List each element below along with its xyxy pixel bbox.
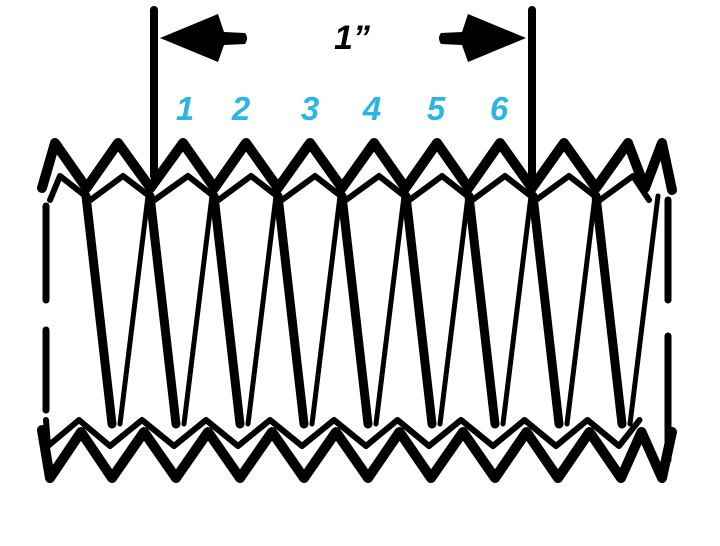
helix-line <box>273 191 309 429</box>
measurement-label: 1” <box>334 19 370 57</box>
helix-back-line <box>117 193 151 427</box>
helix-back-line <box>627 193 661 427</box>
arrow-left-icon <box>160 14 247 62</box>
thread-helix-lines <box>81 191 661 429</box>
helix-line <box>209 191 245 429</box>
arrow-right-icon <box>439 14 526 62</box>
top-thread-profile <box>37 138 677 203</box>
thread-number-6: 6 <box>490 90 509 127</box>
thread-number-3: 3 <box>301 90 319 127</box>
thread-number-5: 5 <box>427 90 446 127</box>
helix-line <box>337 191 373 429</box>
helix-line <box>528 191 564 429</box>
threaded-rod <box>37 138 677 483</box>
helix-line <box>401 191 437 429</box>
helix-back-line <box>437 193 471 427</box>
rod-side-edges <box>42 196 672 464</box>
helix-back-line <box>309 193 343 427</box>
dimension-indicator: 1” <box>150 6 536 194</box>
helix-line <box>591 191 627 429</box>
helix-back-line <box>373 193 407 427</box>
thread-number-4: 4 <box>362 90 381 127</box>
thread-number-2: 2 <box>231 90 251 127</box>
bottom-thread-profile <box>37 417 677 483</box>
helix-line <box>464 191 500 429</box>
bottom-flank-zigzag <box>43 417 643 449</box>
bottom-crest-zigzag <box>37 425 677 483</box>
helix-line <box>81 191 117 429</box>
helix-back-line <box>181 193 215 427</box>
helix-line <box>145 191 181 429</box>
top-crest-zigzag <box>37 138 677 195</box>
helix-back-line <box>500 193 534 427</box>
helix-back-line <box>564 193 598 427</box>
thread-number-1: 1 <box>176 90 194 127</box>
thread-count-labels: 1 2 3 4 5 6 <box>176 90 509 127</box>
helix-back-line <box>245 193 279 427</box>
